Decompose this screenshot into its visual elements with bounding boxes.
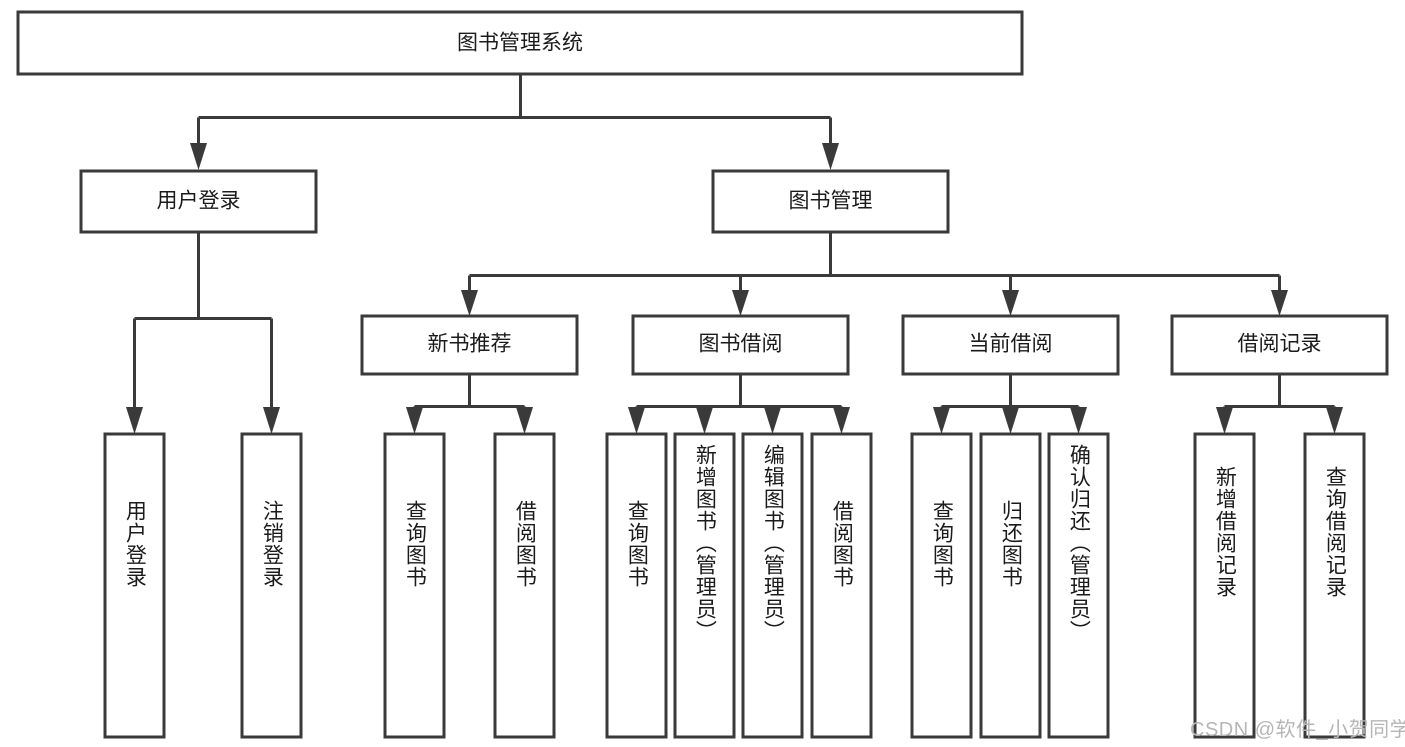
arrow-to-leaf-query-record [1326,407,1343,434]
leaf-user-login[interactable] [103,432,166,739]
node-borrow-record-label: 借阅记录 [1238,333,1322,356]
arrow-to-leaf-confirm-return [1070,407,1087,434]
node-root-label: 图书管理系统 [457,32,583,55]
arrow-to-leaf-borrow-book-bb [833,407,850,434]
arrow-to-leaf-query-book-bb [628,407,645,434]
leaf-add-book-admin[interactable] [673,432,736,739]
leaf-borrow-book[interactable] [810,432,873,739]
leaf-logout[interactable] [240,432,303,739]
arrow-to-leaf-return-book [1002,407,1019,434]
node-current-borrow[interactable] [901,314,1120,376]
node-book-borrow-label: 图书借阅 [699,333,783,356]
leaf-borrow-book-new[interactable] [493,432,556,739]
node-new-book-recommend[interactable] [360,314,579,376]
node-book-manage-label: 图书管理 [789,190,873,213]
arrow-to-current-borrow [1002,290,1019,316]
leaf-query-book-borrow[interactable] [605,432,668,739]
arrow-to-user-login [190,143,207,170]
leaf-edit-book-admin[interactable] [741,432,804,739]
arrow-to-leaf-edit-book [764,407,781,434]
connector-layer [126,74,1343,434]
leaf-query-book-new[interactable] [383,432,446,739]
leaf-query-book-current[interactable] [910,432,973,739]
leaf-return-book[interactable] [979,432,1042,739]
arrow-to-leaf-user-login [126,407,143,434]
arrow-to-leaf-borrow-book-nb [516,407,533,434]
arrow-to-book-manage [822,143,839,170]
leaf-query-borrow-record[interactable] [1303,432,1366,739]
leaf-confirm-return-admin[interactable] [1047,432,1110,739]
node-book-manage[interactable] [711,169,950,234]
arrow-to-leaf-query-book-nb [406,407,423,434]
node-layer: 图书管理系统 用户登录 图书管理 新书推荐 图书借阅 当前借阅 借阅记录 [16,10,1389,739]
node-root[interactable] [16,10,1024,76]
arrow-to-leaf-query-book-cb [933,407,950,434]
node-user-login[interactable] [79,169,318,234]
arrow-to-leaf-add-book [696,407,713,434]
node-borrow-record[interactable] [1170,314,1389,376]
node-new-book-recommend-label: 新书推荐 [428,333,512,356]
leaf-add-borrow-record[interactable] [1193,432,1256,739]
node-user-login-label: 用户登录 [157,190,241,213]
arrow-to-new-book [461,290,478,316]
arrow-to-borrow-record [1271,290,1288,316]
arrow-to-book-borrow [732,290,749,316]
arrow-to-leaf-logout [263,407,280,434]
node-book-borrow[interactable] [631,314,850,376]
node-current-borrow-label: 当前借阅 [969,333,1053,356]
arrow-to-leaf-add-record [1216,407,1233,434]
